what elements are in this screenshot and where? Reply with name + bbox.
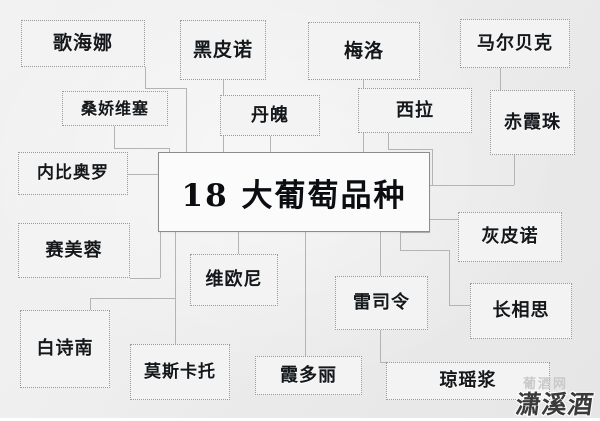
connector-line xyxy=(130,278,160,279)
connector-line xyxy=(449,250,450,305)
watermark-site-name: 葡酒网 xyxy=(523,377,569,392)
grape-node-label: 西拉 xyxy=(396,99,434,121)
connector-line xyxy=(128,174,159,175)
grape-node-label: 马尔贝克 xyxy=(477,32,553,54)
connector-line xyxy=(514,155,515,185)
grape-node-cabernet-sauvignon[interactable]: 赤霞珠 xyxy=(490,90,575,155)
grape-node-tempranillo[interactable]: 丹魄 xyxy=(220,95,320,136)
grape-node-merlot[interactable]: 梅洛 xyxy=(308,22,420,80)
connector-line xyxy=(90,298,91,310)
connector-line xyxy=(186,88,187,152)
connector-line xyxy=(238,232,239,254)
connector-line xyxy=(114,148,169,149)
grape-node-label: 赤霞珠 xyxy=(504,111,561,133)
grape-node-viognier[interactable]: 维欧尼 xyxy=(190,254,278,306)
grape-node-syrah[interactable]: 西拉 xyxy=(358,88,472,133)
grape-node-label: 丹魄 xyxy=(251,104,289,126)
grape-node-moscato[interactable]: 莫斯卡托 xyxy=(130,344,230,400)
grape-node-label: 灰皮诺 xyxy=(481,226,539,247)
center-node-label: 18 大葡萄品种 xyxy=(181,177,407,214)
connector-line xyxy=(430,219,458,220)
grape-node-nebbiolo[interactable]: 内比奥罗 xyxy=(18,152,128,195)
connector-line xyxy=(449,305,470,306)
connector-line xyxy=(400,232,430,233)
grape-node-label: 黑皮诺 xyxy=(192,38,253,61)
grape-node-label: 内比奥罗 xyxy=(37,163,109,183)
grape-node-label: 桑娇维塞 xyxy=(80,98,149,118)
grape-node-semillon[interactable]: 赛美蓉 xyxy=(18,223,130,278)
grape-node-chenin-blanc[interactable]: 白诗南 xyxy=(20,310,110,388)
grape-node-gewurztraminer[interactable]: 琼瑶浆 xyxy=(386,362,550,400)
grape-node-malbec[interactable]: 马尔贝克 xyxy=(460,19,570,68)
watermark-logo: 潇溪酒 xyxy=(513,389,597,420)
grape-node-label: 白诗南 xyxy=(36,338,94,359)
grape-node-label: 霞多丽 xyxy=(280,364,337,386)
grape-node-label: 琼瑶浆 xyxy=(439,370,497,391)
grape-node-label: 赛美蓉 xyxy=(45,239,103,261)
grape-node-label: 维欧尼 xyxy=(205,269,263,290)
connector-line xyxy=(160,232,161,278)
grape-node-label: 长相思 xyxy=(492,300,550,321)
connector-line xyxy=(388,149,432,150)
connector-line xyxy=(430,185,514,186)
connector-line xyxy=(270,136,271,154)
connector-line xyxy=(145,67,146,88)
connector-line xyxy=(400,232,401,250)
connector-line xyxy=(175,232,176,344)
grape-node-chardonnay[interactable]: 霞多丽 xyxy=(255,356,362,395)
connector-line xyxy=(305,232,306,356)
grape-node-label: 歌海娜 xyxy=(52,32,113,54)
grape-node-riesling[interactable]: 雷司令 xyxy=(335,276,428,330)
center-node-18-grape-varieties[interactable]: 18 大葡萄品种 xyxy=(158,152,430,232)
connector-line xyxy=(90,298,175,299)
connector-line xyxy=(114,126,115,148)
grape-node-pinot-gris[interactable]: 灰皮诺 xyxy=(458,212,562,262)
grape-node-label: 雷司令 xyxy=(353,292,410,313)
grape-node-sauvignon-blanc[interactable]: 长相思 xyxy=(470,283,572,339)
grape-node-sangiovese[interactable]: 桑娇维塞 xyxy=(62,91,168,126)
grape-node-grenache[interactable]: 歌海娜 xyxy=(21,20,145,67)
grape-node-label: 莫斯卡托 xyxy=(144,361,216,382)
connector-line xyxy=(145,88,186,89)
connector-line xyxy=(388,133,389,149)
grape-node-label: 梅洛 xyxy=(343,39,384,62)
connector-line xyxy=(500,68,501,92)
grape-node-pinot-noir[interactable]: 黑皮诺 xyxy=(180,20,266,80)
connector-line xyxy=(432,149,433,185)
connector-line xyxy=(400,250,449,251)
connector-line xyxy=(380,362,386,363)
